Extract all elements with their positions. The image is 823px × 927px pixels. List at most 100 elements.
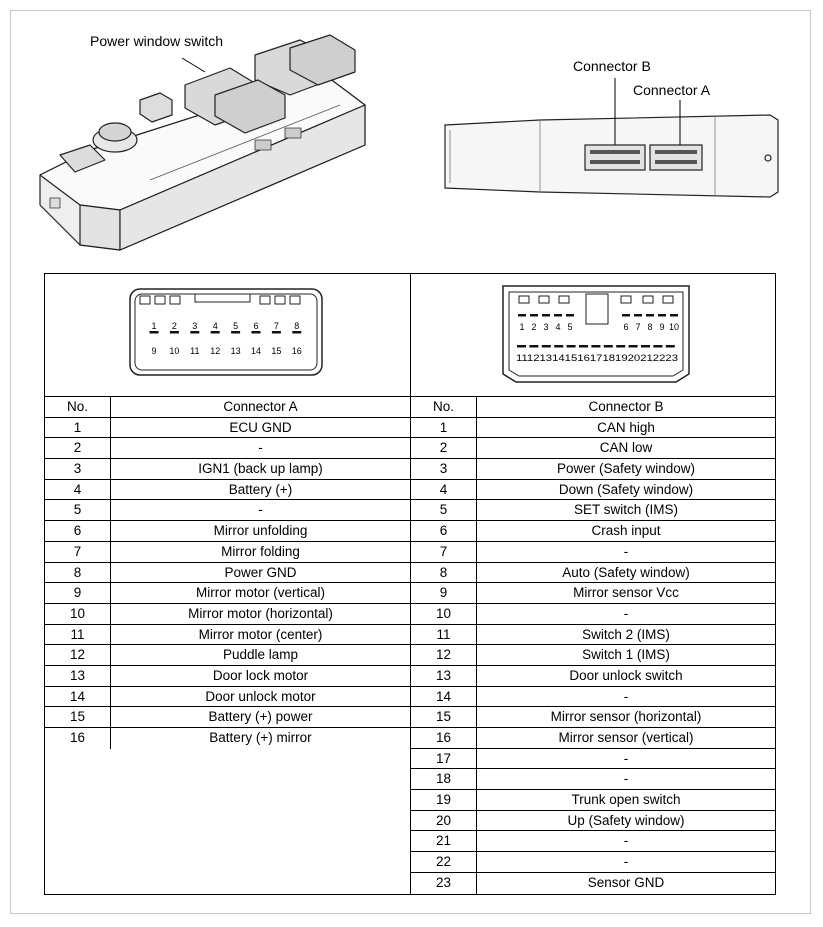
- connector-a-label: Connector A: [633, 82, 711, 98]
- connector-a-pin-number: 6: [45, 521, 111, 541]
- connector-b-label: Connector B: [573, 58, 651, 74]
- connector-b-pin-number: 3: [411, 459, 477, 479]
- connector-a-pin-number: 5: [45, 500, 111, 521]
- connector-b-pin-function: Crash input: [591, 523, 661, 539]
- connector-b-top-pin-bar: [658, 314, 666, 317]
- connector-b-pin-number: 8: [411, 562, 477, 583]
- connector-b-top-pin-label: 9: [659, 322, 664, 332]
- connector-b-table-row: 14-: [411, 686, 775, 708]
- connector-b-pin-number: 13: [411, 665, 477, 686]
- connector-b-bottom-pin-bar: [603, 345, 613, 348]
- connector-b-bottom-pin-bar: [529, 345, 539, 348]
- connector-a-pin-number: 8: [45, 562, 111, 583]
- connector-b-pin-number: 10: [411, 603, 477, 624]
- connector-b-pin-number: 11: [411, 624, 477, 645]
- connector-b-top-pin-label: 6: [623, 322, 628, 332]
- switch-illustration: [39, 34, 779, 251]
- connector-b-pin-function: Sensor GND: [587, 874, 665, 890]
- connector-a-bottom-pin-label: 10: [169, 346, 179, 356]
- connector-b-bottom-pin-labels: 11121314151617181920212223: [516, 353, 678, 363]
- connector-b-top-pin-label: 5: [567, 322, 572, 332]
- connector-a-pin-number: 10: [45, 603, 111, 624]
- connector-b-top-pin-label: 2: [531, 322, 536, 332]
- connector-b-top-pin-label: 3: [543, 322, 548, 332]
- connector-a-pin-number: 9: [45, 583, 111, 603]
- connector-a-top-pin-bar: [292, 331, 302, 334]
- connector-a-header-name: Connector A: [223, 399, 298, 414]
- connector-b-table-row: 18-: [411, 769, 775, 791]
- connector-b-table-row: 17 -: [411, 748, 775, 770]
- connector-b-bottom-pin-bar: [641, 345, 650, 348]
- connector-b-pin-number: 17: [411, 748, 477, 769]
- connector-a-pin-number: 3: [45, 459, 111, 479]
- connector-b-pin-function: Switch 2 (IMS): [582, 626, 670, 642]
- connector-a-pin-function: -: [258, 502, 263, 518]
- connector-b-pin-number: 12: [411, 645, 477, 665]
- connector-a-bottom-pin-label: 12: [210, 346, 220, 356]
- connector-b-bottom-pin-bar: [517, 345, 526, 348]
- connector-a-bottom-pin-label: 9: [151, 346, 156, 356]
- connector-b-top-pin-bar: [670, 314, 678, 317]
- connector-b-pin-function: -: [623, 688, 629, 704]
- connector-b-top-pin-label: 4: [555, 322, 560, 332]
- connector-b-table-row: 21 -: [411, 831, 775, 853]
- connector-a-pin-number: 13: [45, 665, 111, 686]
- connector-b-table-row: 2 CAN low: [411, 438, 775, 460]
- connector-a-top-pin-bar: [190, 331, 200, 334]
- connector-b-pin-number: 2: [411, 438, 477, 459]
- connector-a-pin-function: Battery (+): [228, 481, 293, 497]
- connector-a-pin-number: 14: [45, 686, 111, 707]
- connector-b-pin-number: 21: [411, 831, 477, 852]
- connector-b-pin-function: Up (Safety window): [567, 812, 685, 828]
- connector-b-top-pin-label: 7: [635, 322, 640, 332]
- connector-b-pin-function: Door unlock switch: [569, 667, 683, 683]
- connector-b-top-pin-bar: [566, 314, 574, 317]
- connector-a-pin-number: 2: [45, 438, 111, 459]
- connector-a-top-pin-bar: [271, 331, 281, 334]
- connector-b-header-name: Connector B: [588, 399, 664, 414]
- power-window-switch-drawing: [39, 34, 366, 251]
- connector-a-pin-function: Battery (+) power: [208, 709, 313, 725]
- connector-b-bottom-pin-bar: [566, 345, 576, 348]
- switch-bottom-view-drawing: [444, 78, 779, 198]
- connector-a-pin-function: Mirror unfolding: [213, 523, 308, 539]
- connector-a-pin-function: Puddle lamp: [222, 647, 299, 663]
- connector-b-top-pin-bar: [622, 314, 630, 317]
- connector-a-top-pin-label: 4: [213, 321, 218, 331]
- connector-a-top-pin-bar: [169, 331, 179, 334]
- connector-a-pin-number: 11: [45, 624, 111, 645]
- connector-a-top-pin-bar: [231, 331, 241, 334]
- connector-a-pin-function: Power GND: [224, 564, 297, 580]
- connector-b-pin-number: 22: [411, 852, 477, 872]
- connector-b-pin-number: 4: [411, 479, 477, 500]
- connector-a-pin-number: 1: [45, 417, 111, 438]
- connector-b-table-row: 13 Door unlock switch: [411, 665, 775, 687]
- connector-b-pin-function: -: [623, 833, 629, 849]
- connector-b-pin-function: CAN high: [597, 419, 655, 435]
- connector-b-top-pin-bar: [646, 314, 654, 317]
- connector-a-pin-function: ECU GND: [229, 419, 292, 435]
- connector-b-bottom-pin-bar: [628, 345, 638, 348]
- connector-a-pin-function: Battery (+) mirror: [209, 730, 312, 745]
- connector-b-pin-function: CAN low: [599, 440, 653, 456]
- connector-b-pin-function: -: [623, 605, 629, 621]
- connector-b-pin-function: -: [623, 750, 629, 766]
- connector-b-top-pin-bar: [634, 314, 642, 317]
- connector-b-pin-function: -: [623, 771, 629, 787]
